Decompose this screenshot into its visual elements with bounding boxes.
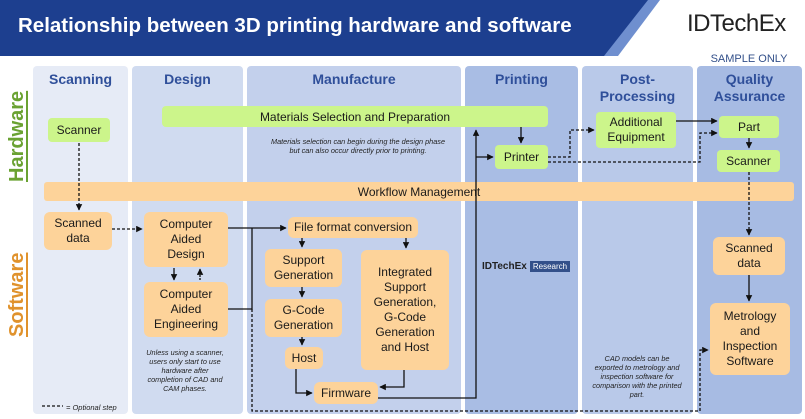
scanner-note: Unless using a scanner, users only start… [146,348,224,393]
watermark-brand: IDTechEx [482,260,527,272]
cad-models-note: CAD models can be exported to metrology … [592,354,682,399]
additional-equipment-box: Additional Equipment [596,112,676,148]
idtechex-research-watermark: IDTechEx Research [482,260,571,272]
materials-selection-box: Materials Selection and Preparation [162,106,548,127]
cae-box: Computer Aided Engineering [144,282,228,337]
file-format-box: File format conversion [288,217,418,238]
cad-box: Computer Aided Design [144,212,228,267]
watermark-tag: Research [529,260,571,272]
scanner-box: Scanner [48,118,110,142]
scanned-data-box: Scanned data [44,212,112,250]
column-header-scanning: Scanning [48,71,112,87]
support-generation-box: Support Generation [265,249,342,287]
qa-scanner-box: Scanner [717,150,780,172]
legend-optional-step: = Optional step [66,403,117,412]
host-box: Host [285,347,323,369]
banner-shape [0,0,660,56]
page-title: Relationship between 3D printing hardwar… [18,14,572,37]
metrology-box: Metrology and Inspection Software [710,303,790,375]
printer-box: Printer [495,145,548,169]
title-banner [0,0,660,56]
column-header-printing: Printing [495,71,548,87]
column-header-post-processing: Post-Processing [599,71,676,104]
materials-note: Materials selection can begin during the… [270,137,446,155]
qa-scanned-data-box: Scanned data [713,237,785,275]
sample-only-label: SAMPLE ONLY [693,52,805,66]
idtechex-logo: IDTechEx [687,10,786,37]
part-box: Part [719,116,779,138]
workflow-management-bar: Workflow Management [44,182,794,201]
column-header-quality-assurance: Quality Assurance [713,71,786,104]
column-header-design: Design [164,71,211,87]
integrated-box: Integrated Support Generation, G-Code Ge… [361,250,449,370]
gcode-generation-box: G-Code Generation [265,299,342,337]
column-header-manufacture: Manufacture [312,71,396,87]
firmware-box: Firmware [314,382,378,404]
